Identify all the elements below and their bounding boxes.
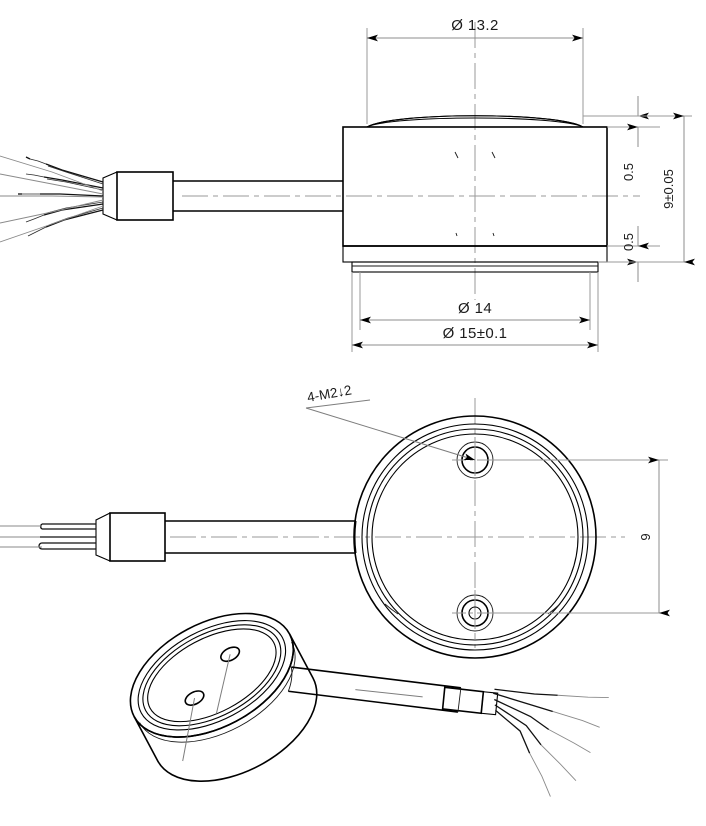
bottom-view-conductors xyxy=(0,523,96,550)
mounting-hole-spacing-dimension: 9 xyxy=(488,456,670,617)
upper-flange-thickness-label: 0.5 xyxy=(621,163,636,181)
top-diameter-label: Ø 13.2 xyxy=(451,17,498,34)
body-diameter-label: Ø 14 xyxy=(458,300,492,317)
front-view-centerlines xyxy=(182,22,640,300)
lower-flange-thickness-label: 0.5 xyxy=(621,233,636,251)
front-view-cable xyxy=(173,180,343,212)
bottom-view-cable xyxy=(165,520,357,554)
bottom-plan-view: 4-M2↓2 9 xyxy=(0,382,670,659)
overall-height-dimension: 9±0.05 xyxy=(598,112,695,266)
front-view-frayed-wires xyxy=(0,155,104,243)
top-diameter-dimension: Ø 13.2 xyxy=(366,17,584,124)
mounting-hole-spacing-label: 9 xyxy=(638,533,653,540)
overall-height-label: 9±0.05 xyxy=(661,169,676,209)
sensor-lower-flange xyxy=(351,261,599,273)
iso-cable xyxy=(287,666,461,713)
body-diameter-dimension: Ø 14 xyxy=(359,272,591,330)
front-elevation-view: Ø 13.2 0.5 0.5 xyxy=(0,17,695,352)
front-view-surface-ticks xyxy=(454,151,496,237)
bottom-view-circles xyxy=(353,415,597,659)
outer-diameter-dimension: Ø 15±0.1 xyxy=(351,272,599,352)
iso-top-rings xyxy=(129,612,295,738)
iso-mounting-holes xyxy=(182,646,241,762)
iso-strain-relief-boot xyxy=(441,686,499,716)
sensor-top-cap xyxy=(365,115,585,128)
outer-diameter-label: Ø 15±0.1 xyxy=(443,325,508,342)
iso-frayed-wires xyxy=(493,688,609,797)
bottom-view-ring-notches xyxy=(384,603,561,615)
isometric-view xyxy=(129,612,609,797)
